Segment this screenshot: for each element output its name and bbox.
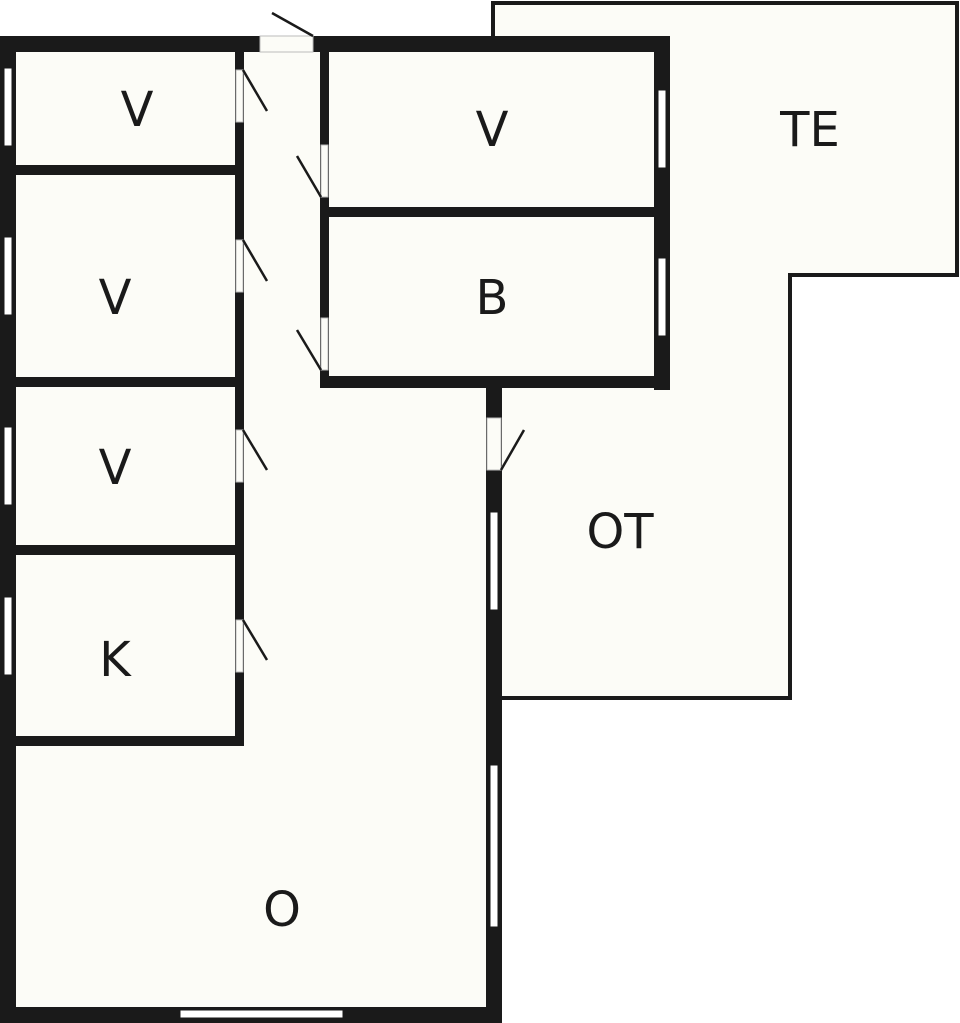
door-openings xyxy=(235,35,502,673)
door-swings xyxy=(241,11,526,661)
room-label-bedroom-4: V xyxy=(98,440,132,496)
room-label-covered-terrace: OT xyxy=(586,504,654,560)
room-label-bathroom: B xyxy=(475,270,509,326)
windows xyxy=(3,67,667,1019)
room-label-living-room: O xyxy=(263,882,301,938)
room-label-terrace: TE xyxy=(780,102,840,158)
room-label-kitchen: K xyxy=(99,632,131,688)
room-label-bedroom-3: V xyxy=(98,270,132,326)
room-label-bedroom-1: V xyxy=(120,82,154,138)
room-label-bedroom-2: V xyxy=(475,102,509,158)
